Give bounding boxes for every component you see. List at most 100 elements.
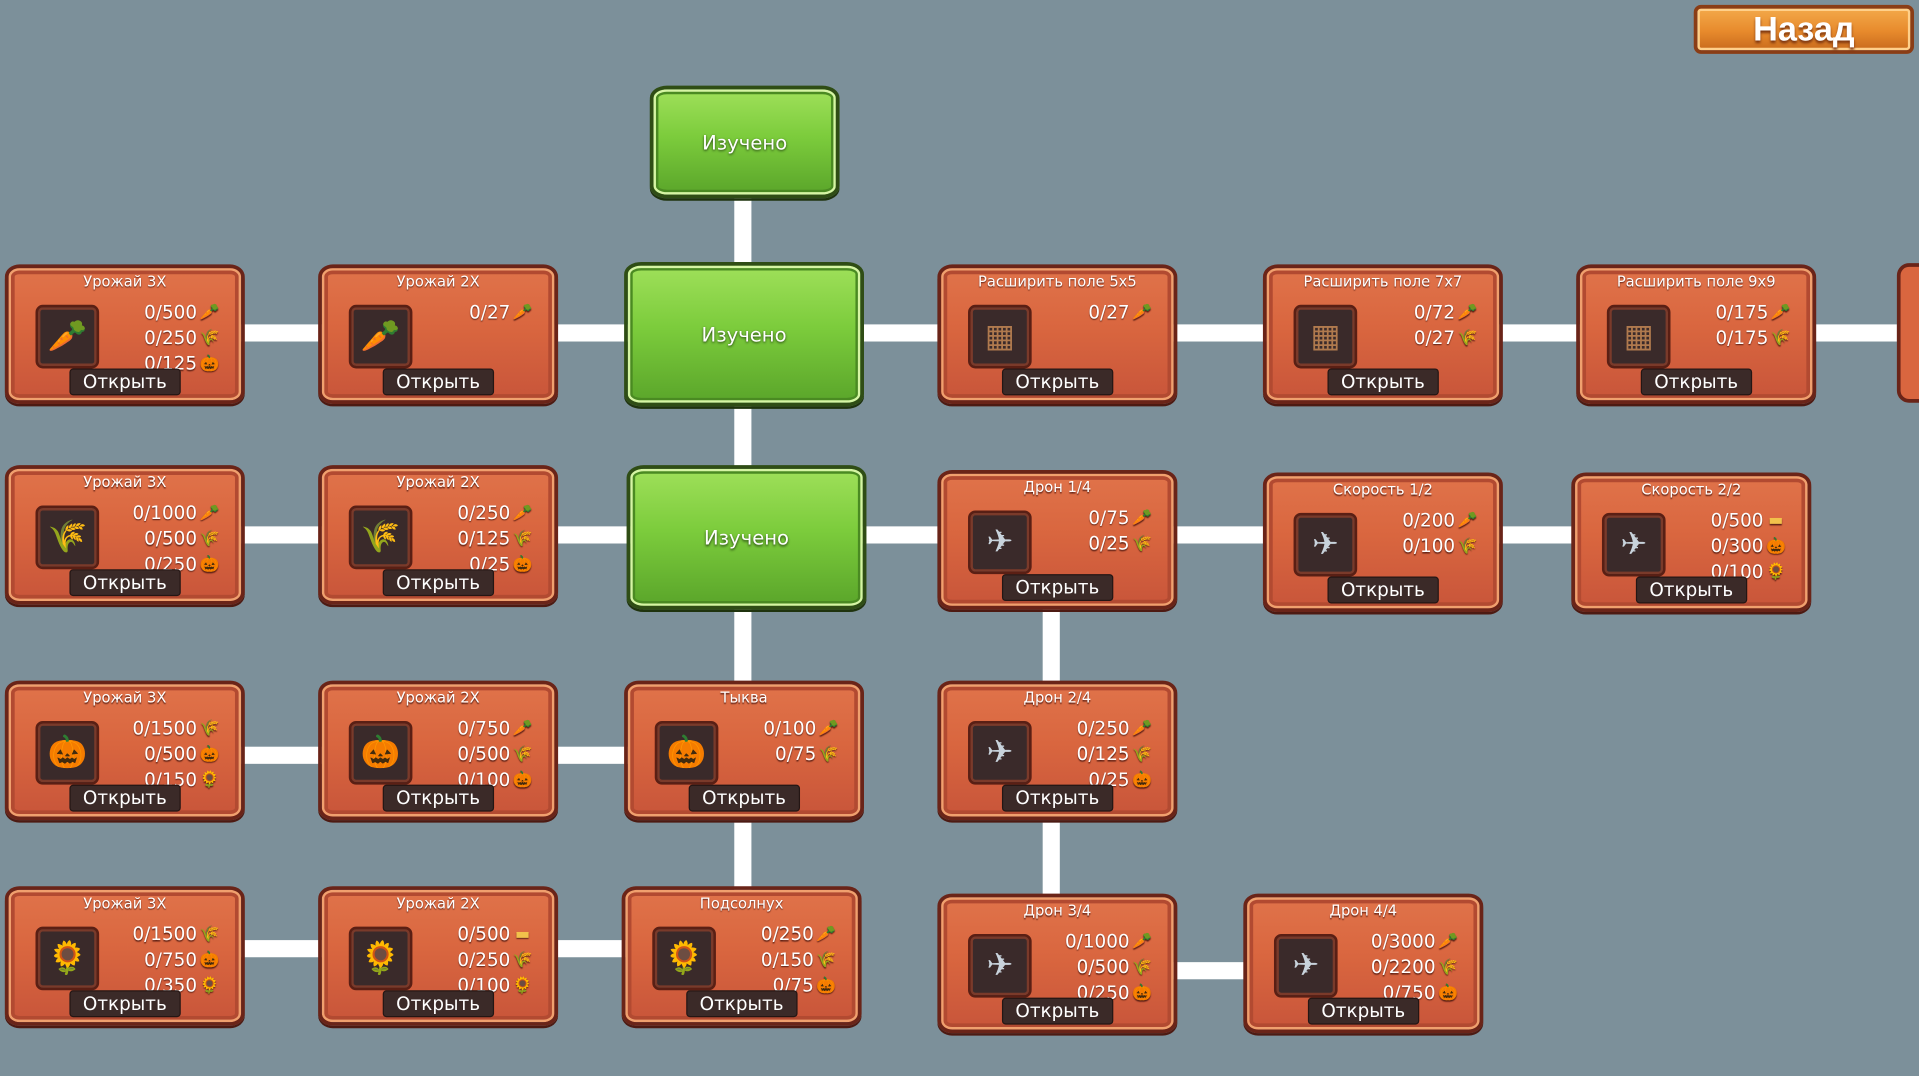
requirements: 0/3000🥕0/2200🌾0/750🎃 <box>1371 929 1458 1006</box>
open-button[interactable]: Открыть <box>1001 997 1113 1025</box>
pumpkin-icon: 🎃 <box>512 555 533 574</box>
wheat-icon: 🌾 <box>348 505 413 570</box>
upgrade-card: Урожай 2X🌾0/250🥕0/125🌾0/25🎃Открыть <box>318 465 559 605</box>
requirements: 0/75🥕0/25🌾 <box>1088 506 1151 557</box>
requirement-count: 0/250 <box>760 922 814 946</box>
wheat-icon: 🌾 <box>1770 328 1791 348</box>
requirements: 0/27🥕 <box>1088 300 1151 326</box>
wheat-icon: 🌾 <box>1457 328 1478 348</box>
open-button[interactable]: Открыть <box>1307 997 1419 1025</box>
requirement-count: 0/500 <box>1076 956 1130 979</box>
requirement-row: 0/27🌾 <box>1414 326 1477 352</box>
card-title: Расширить поле 7x7 <box>1303 272 1463 291</box>
learned-node[interactable]: Изучено <box>626 465 867 610</box>
card-title: Урожай 3X <box>83 689 167 707</box>
carrot-icon: 🥕 <box>35 304 100 369</box>
open-button[interactable]: Открыть <box>69 368 181 396</box>
requirement-row: 0/500▬ <box>1711 508 1786 534</box>
requirement-row: 0/1000🥕 <box>1065 929 1152 955</box>
upgrade-card: Расширить поле 7x7▦0/72🥕0/27🌾Открыть <box>1262 264 1503 404</box>
requirement-count: 0/1000 <box>132 501 198 524</box>
wheat-icon: 🌾 <box>1132 534 1152 553</box>
requirement-row: 0/125🌾 <box>457 526 532 552</box>
requirement-count: 0/150 <box>760 948 814 971</box>
requirement-count: 0/1500 <box>132 717 198 740</box>
requirements: 0/500▬0/300🎃0/100🌻 <box>1711 508 1786 585</box>
sunflower-icon: 🌻 <box>512 976 533 995</box>
sunflower-icon: 🌻 <box>348 926 413 991</box>
open-button[interactable]: Открыть <box>69 784 181 812</box>
pumpkin-icon: 🎃 <box>199 354 220 373</box>
requirement-row: 0/250🥕 <box>457 501 532 527</box>
upgrade-card: Урожай 2X🥕0/27🥕Открыть <box>318 264 559 404</box>
requirements: 0/250🥕0/125🌾0/25🎃 <box>1077 716 1152 793</box>
wheat-icon: 🌾 <box>199 719 220 738</box>
open-button[interactable]: Открыть <box>1635 576 1747 604</box>
carrot-icon: 🥕 <box>1132 719 1152 738</box>
requirement-count: 0/75 <box>1088 506 1130 529</box>
requirement-count: 0/750 <box>144 948 198 971</box>
open-button[interactable]: Открыть <box>1640 368 1752 396</box>
wheat-icon: 🌾 <box>35 505 100 570</box>
pumpkin-icon: 🎃 <box>199 950 220 969</box>
requirement-row: 0/250🥕 <box>761 922 836 948</box>
requirement-count: 0/27 <box>1088 301 1130 324</box>
requirements: 0/1500🌾0/500🎃0/150🌻 <box>132 716 219 793</box>
card-title: Урожай 2X <box>396 689 480 707</box>
requirement-row: 0/500🌾 <box>132 526 219 552</box>
upgrade-card: Урожай 2X🌻0/500▬0/250🌾0/100🌻Открыть <box>318 886 559 1026</box>
open-button[interactable]: Открыть <box>686 990 798 1018</box>
requirement-count: 0/75 <box>775 743 817 766</box>
learned-label: Изучено <box>703 525 790 550</box>
requirement-count: 0/500 <box>144 743 198 766</box>
requirement-row: 0/3000🥕 <box>1371 929 1458 955</box>
carrot-icon: 🥕 <box>1132 508 1152 527</box>
connector <box>1042 822 1060 897</box>
pumpkin-icon: 🎃 <box>348 720 413 785</box>
learned-node[interactable]: Изучено <box>649 85 840 199</box>
pumpkin-icon: 🎃 <box>1132 983 1152 1002</box>
carrot-icon: 🥕 <box>199 302 220 322</box>
open-button[interactable]: Открыть <box>1001 368 1113 396</box>
open-button[interactable]: Открыть <box>69 990 181 1018</box>
open-button[interactable]: Открыть <box>1001 574 1113 602</box>
open-button[interactable]: Открыть <box>69 569 181 597</box>
upgrade-card: Скорость 1/2✈0/200🥕0/100🌾Открыть <box>1262 472 1503 613</box>
card-title: Урожай 3X <box>83 272 167 291</box>
card-title: Урожай 2X <box>396 894 480 912</box>
sunflower-icon: 🌻 <box>1765 562 1786 581</box>
drone-icon: ✈ <box>968 933 1032 998</box>
open-button[interactable]: Открыть <box>382 784 494 812</box>
drone-icon: ✈ <box>968 510 1032 575</box>
requirement-count: 0/500 <box>144 527 198 550</box>
sunflower-icon: 🌻 <box>652 926 716 991</box>
sunflower-icon: 🌻 <box>199 976 220 995</box>
upgrade-card: Урожай 3X🎃0/1500🌾0/500🎃0/150🌻Открыть <box>4 680 245 821</box>
open-button[interactable]: Открыть <box>1327 368 1439 396</box>
card-title: Скорость 1/2 <box>1332 481 1433 499</box>
open-button[interactable]: Открыть <box>1001 784 1113 812</box>
wheat-icon: 🌾 <box>818 744 839 764</box>
pumpkin-icon: 🎃 <box>816 976 837 995</box>
requirement-count: 0/500 <box>457 743 511 766</box>
card-title: Урожай 2X <box>396 473 480 491</box>
open-button[interactable]: Открыть <box>382 569 494 597</box>
pumpkin-icon: 🎃 <box>654 720 719 785</box>
card-title: Урожай 3X <box>83 894 167 912</box>
sunflower-icon: 🌻 <box>35 926 100 991</box>
upgrade-card: Дрон 2/4✈0/250🥕0/125🌾0/25🎃Открыть <box>937 680 1178 821</box>
open-button[interactable]: Открыть <box>382 368 494 396</box>
learned-node[interactable]: Изучено <box>624 261 865 407</box>
open-button[interactable]: Открыть <box>382 990 494 1018</box>
open-button[interactable]: Открыть <box>1327 576 1439 604</box>
open-button[interactable]: Открыть <box>688 784 800 812</box>
requirement-count: 0/125 <box>457 527 511 550</box>
back-button[interactable]: Назад <box>1693 4 1915 54</box>
requirements: 0/200🥕0/100🌾 <box>1402 508 1477 559</box>
requirement-row: 0/500🥕 <box>144 300 219 326</box>
upgrade-card: Подсолнух🌻0/250🥕0/150🌾0/75🎃Открыть <box>621 886 862 1026</box>
carrot-icon: 🥕 <box>1132 932 1152 951</box>
card-title: Дрон 2/4 <box>1023 689 1092 707</box>
requirement-row: 0/200🥕 <box>1402 508 1477 534</box>
upgrade-card: Скорость 2/2✈0/500▬0/300🎃0/100🌻Открыть <box>1571 472 1812 613</box>
